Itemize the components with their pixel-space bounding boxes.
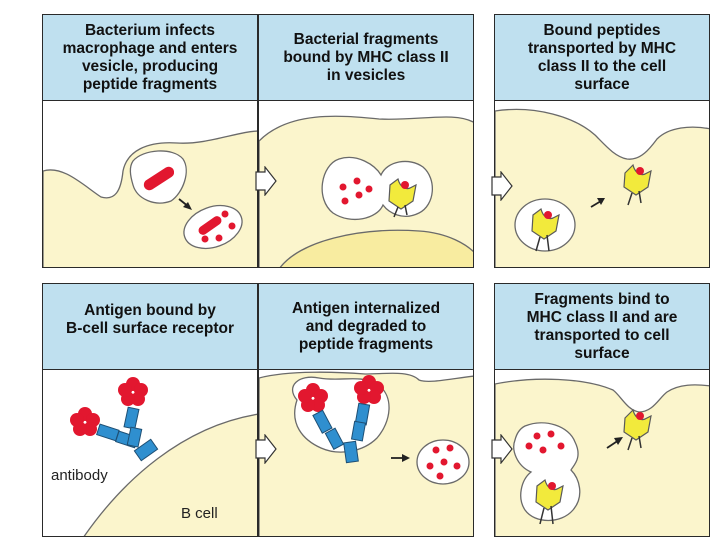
arrowhead-icon [597, 198, 605, 205]
peptide-fragment [221, 210, 229, 218]
step-arrow-icon [255, 434, 277, 464]
header-line: peptide fragments [298, 335, 434, 353]
b-cell-cytoplasm [83, 413, 257, 536]
bound-peptide [548, 482, 556, 490]
panel-transport-to-surface: Bound peptides transported by MHC class … [494, 14, 710, 268]
peptide-fragment [557, 442, 565, 450]
panel-header: Fragments bind to MHC class II and are t… [495, 284, 709, 370]
peptide-fragment [228, 222, 236, 230]
panel-illustration [43, 130, 257, 267]
peptide-fragment [215, 234, 223, 242]
header-line: in vesicles [326, 66, 406, 84]
panel-antigen-bound-receptor: Antigen bound by B-cell surface receptor… [42, 283, 258, 537]
header-line: MHC class II and are [526, 308, 678, 326]
bacterium [143, 166, 175, 191]
mhc-stalk [546, 234, 550, 252]
panel-header: Antigen internalized and degraded to pep… [259, 284, 473, 370]
antigen [298, 383, 328, 412]
antigen [70, 407, 100, 436]
step-arrow-icon [255, 166, 277, 196]
step-arrow-icon [491, 171, 513, 201]
mhc-stalk [539, 507, 545, 525]
mhc-stalk [393, 206, 399, 218]
peptide-fragment [446, 444, 454, 452]
mhc-stalk [638, 435, 642, 449]
header-line: vesicle, producing [81, 57, 219, 75]
antibody-receptor [312, 402, 371, 464]
panel-illustration [495, 108, 709, 267]
peptide-fragment [547, 430, 555, 438]
bound-peptide [636, 167, 644, 175]
panel-fragments-bind-mhc: Fragments bind to MHC class II and are t… [494, 283, 710, 537]
bound-peptide [401, 181, 409, 189]
header-line: transported to cell [534, 326, 670, 344]
panel-illustration [259, 371, 473, 536]
surface-mhc-class-ii [623, 163, 652, 196]
mhc-class-ii [388, 177, 417, 210]
arrowhead-icon [614, 437, 623, 445]
mhc-class-ii [531, 207, 560, 240]
panel-illustration [495, 378, 709, 536]
panel-illustration [259, 115, 473, 267]
surface-mhc-class-ii [623, 408, 652, 441]
header-line: Bacterium infects [84, 21, 216, 39]
arrowhead-icon [183, 202, 192, 210]
mhc-stalk [535, 236, 541, 252]
peptide-fragment [341, 197, 349, 205]
arrowhead-icon [402, 454, 410, 462]
mhc-stalk [404, 204, 408, 216]
antibody-label: antibody [51, 467, 108, 484]
panel-fragments-bound-mhc: Bacterial fragments bound by MHC class I… [258, 14, 474, 268]
header-line: transported by MHC [527, 39, 677, 57]
panel-header: Bacterium infects macrophage and enters … [43, 15, 257, 101]
panel-illustration: antibody B cell [51, 377, 257, 536]
peptide-fragment [201, 235, 209, 243]
peptide-fragment [355, 191, 363, 199]
nucleus [279, 229, 473, 267]
peptide-fragment [365, 185, 373, 193]
bacterial-fragment [198, 216, 222, 235]
header-line: macrophage and enters [62, 39, 238, 57]
antigen [118, 377, 148, 406]
step-arrow-icon [491, 434, 513, 464]
peptide-fragment [440, 458, 448, 466]
peptide-fragment [525, 442, 533, 450]
mhc-stalk [550, 505, 554, 525]
header-line: bound by MHC class II [283, 48, 449, 66]
peptide-fragment [432, 446, 440, 454]
header-line: Bacterial fragments [293, 30, 439, 48]
mhc-stalk [638, 190, 642, 204]
panel-antigen-internalized: Antigen internalized and degraded to pep… [258, 283, 474, 537]
b-cell-label: B cell [181, 505, 218, 522]
peptide-fragment [436, 472, 444, 480]
panel-header: Antigen bound by B-cell surface receptor [43, 284, 257, 370]
peptide-fragment [339, 183, 347, 191]
header-line: B-cell surface receptor [66, 320, 234, 337]
header-line: Antigen bound by [84, 302, 216, 319]
header-line: surface [574, 75, 630, 93]
bound-peptide [544, 211, 552, 219]
antibody-receptor [96, 406, 159, 462]
peptide-fragment [453, 462, 461, 470]
header-line: Antigen internalized [291, 299, 441, 317]
header-line: class II to the cell [537, 57, 667, 75]
peptide-fragment [533, 432, 541, 440]
panel-header: Bound peptides transported by MHC class … [495, 15, 709, 101]
header-line: surface [574, 344, 630, 362]
peptide-fragment [539, 446, 547, 454]
mhc-stalk [627, 437, 633, 451]
panel-bacterium-infects: Bacterium infects macrophage and enters … [42, 14, 258, 268]
mhc-stalk [627, 192, 633, 206]
header-line: Fragments bind to [534, 290, 670, 308]
mhc-class-ii [535, 478, 564, 511]
peptide-fragment [353, 177, 361, 185]
header-line: peptide fragments [82, 75, 218, 93]
bound-peptide [636, 412, 644, 420]
panel-header: Bacterial fragments bound by MHC class I… [259, 15, 473, 101]
antigen [354, 375, 384, 404]
peptide-fragment [426, 462, 434, 470]
header-line: Bound peptides [543, 21, 661, 39]
header-line: and degraded to [305, 317, 427, 335]
